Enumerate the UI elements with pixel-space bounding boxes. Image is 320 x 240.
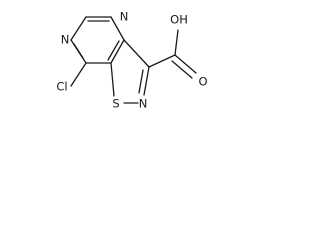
bond-c7a-s: [110, 62, 115, 97]
chemical-structure: N N Cl S N OH O: [56, 10, 207, 111]
atom-label-cl: Cl: [56, 80, 67, 94]
bond-ccooh-oh: [174, 29, 179, 56]
atom-label-n1: N: [61, 33, 70, 47]
bond-c3a-c7a: [110, 39, 125, 64]
bond-n1-c2: [70, 16, 87, 41]
atom-label-s: S: [112, 97, 119, 111]
bond-c3-ccooh: [148, 54, 176, 68]
atom-label-n3: N: [120, 10, 129, 24]
bond-c3a-c7a-double: [107, 40, 120, 61]
atom-label-oh: OH: [170, 13, 188, 27]
atom-labels: N N Cl S N OH O: [56, 10, 207, 111]
atom-label-n2: N: [139, 97, 148, 111]
structure-canvas: N N Cl S N OH O: [0, 0, 222, 135]
bond-c3-c3a: [123, 39, 150, 68]
bond-n3-c3a: [110, 16, 125, 41]
bond-ccooh-o-double: [171, 60, 193, 79]
bond-n-c3-double: [138, 69, 144, 94]
atom-label-o: O: [198, 75, 207, 89]
bond-ccooh-o: [174, 54, 197, 74]
bond-n-c3: [143, 66, 150, 96]
bond-c7-n1-double: [73, 43, 84, 59]
bonds: [70, 16, 197, 104]
bond-c7-cl: [70, 62, 87, 87]
